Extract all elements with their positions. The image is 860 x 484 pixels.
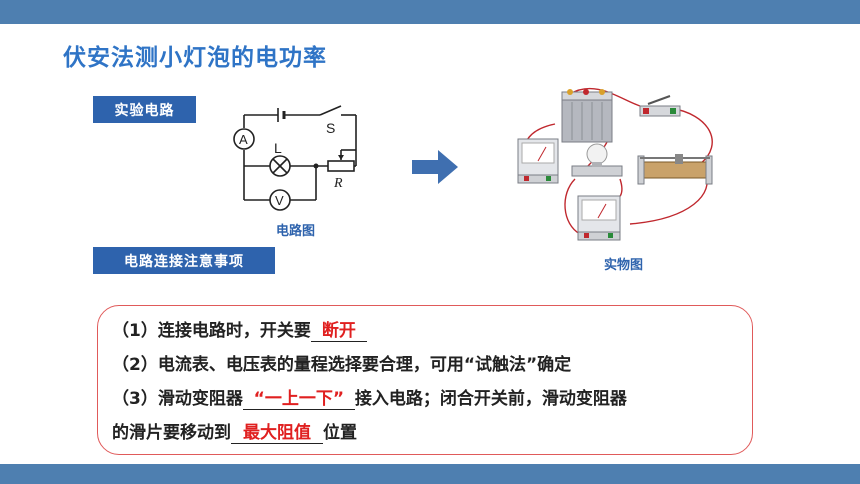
voltmeter-label: V	[275, 193, 284, 208]
arrow-icon	[412, 150, 458, 184]
bottom-bar	[0, 464, 860, 484]
answer-blank-2: “一上一下”	[242, 384, 355, 410]
note-line-4-suffix: 位置	[323, 423, 357, 443]
note-line-4-prefix: 的滑片要移动到	[112, 423, 231, 443]
top-bar	[0, 0, 860, 24]
page-title: 伏安法测小灯泡的电功率	[63, 45, 327, 71]
note-line-1-text: （1）连接电路时，开关要	[112, 321, 311, 341]
answer-blank-3: 最大阻值	[231, 418, 323, 444]
note-line-3: （3）滑动变阻器“一上一下”接入电路；闭合开关前，滑动变阻器	[112, 384, 627, 410]
lamp-icon	[571, 143, 623, 177]
answer-blank-1: 断开	[310, 316, 367, 342]
note-line-3-prefix: （3）滑动变阻器	[112, 389, 243, 409]
ammeter-label: A	[239, 132, 248, 147]
voltmeter-icon	[577, 195, 621, 241]
notes-tag: 电路连接注意事项	[93, 247, 275, 274]
physical-setup-illustration	[517, 87, 713, 241]
battery-icon	[561, 89, 613, 143]
note-line-3-suffix: 接入电路；闭合开关前，滑动变阻器	[354, 389, 627, 409]
switch-icon	[639, 95, 681, 117]
note-line-1: （1）连接电路时，开关要断开	[112, 316, 367, 342]
switch-label: S	[326, 120, 335, 136]
physical-caption: 实物图	[604, 258, 644, 273]
circuit-caption: 电路图	[276, 224, 316, 239]
rheostat-icon	[637, 154, 713, 185]
notes-box	[97, 305, 753, 455]
note-line-2: （2）电流表、电压表的量程选择要合理，可用“试触法”确定	[112, 355, 572, 375]
ammeter-icon	[517, 138, 559, 184]
lamp-label: L	[274, 140, 282, 156]
note-line-4: 的滑片要移动到最大阻值位置	[112, 418, 357, 444]
rheostat-label: R	[333, 176, 343, 191]
circuit-diagram: A V L S R	[233, 105, 357, 211]
experiment-circuit-tag: 实验电路	[93, 96, 196, 123]
